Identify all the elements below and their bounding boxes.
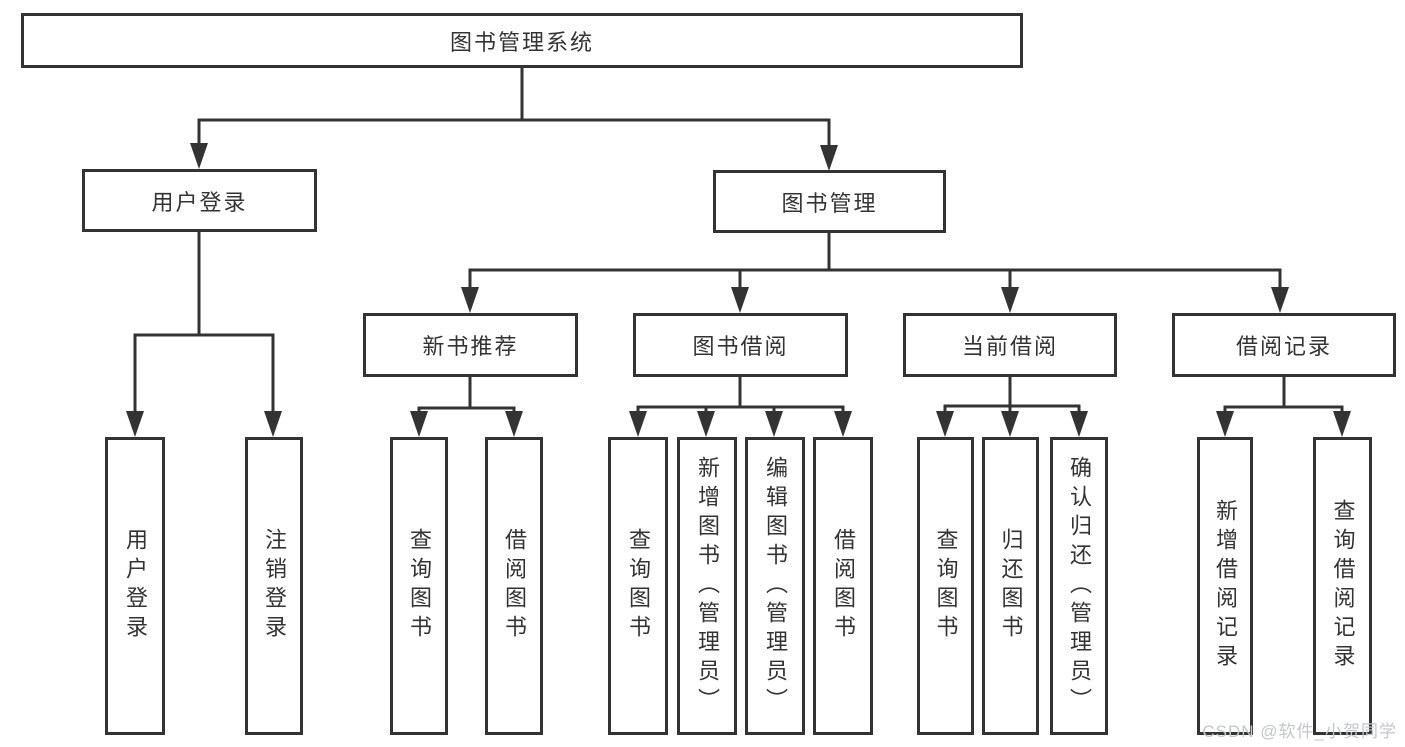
leaf-confirm-return-admin: 确认归还（管理员） bbox=[1050, 437, 1108, 735]
leaf-logout: 注销登录 bbox=[245, 437, 303, 735]
leaf-query-books-current: 查询图书 bbox=[917, 437, 974, 735]
arrowheads bbox=[126, 143, 1351, 437]
leaf-query-books-recommend: 查询图书 bbox=[390, 437, 448, 735]
node-borrowing-records: 借阅记录 bbox=[1172, 313, 1396, 377]
node-book-borrowing-label: 图书借阅 bbox=[692, 334, 789, 359]
node-root: 图书管理系统 bbox=[21, 13, 1023, 68]
leaf-borrow-books: 借阅图书 bbox=[813, 437, 873, 735]
node-user-login-label: 用户登录 bbox=[151, 189, 248, 215]
leaf-query-books-borrowing: 查询图书 bbox=[608, 437, 668, 735]
leaf-add-books-admin: 新增图书（管理员） bbox=[677, 437, 737, 735]
node-book-management: 图书管理 bbox=[713, 170, 946, 233]
node-current-borrowing: 当前借阅 bbox=[903, 313, 1117, 377]
node-book-borrowing: 图书借阅 bbox=[633, 313, 848, 377]
leaf-edit-books-admin: 编辑图书（管理员） bbox=[745, 437, 805, 735]
node-borrowing-records-label: 借阅记录 bbox=[1235, 334, 1332, 359]
leaf-return-books: 归还图书 bbox=[982, 437, 1039, 735]
node-new-book-recommend-label: 新书推荐 bbox=[422, 334, 519, 359]
node-current-borrowing-label: 当前借阅 bbox=[961, 334, 1058, 359]
node-book-management-label: 图书管理 bbox=[781, 190, 878, 216]
node-new-book-recommend: 新书推荐 bbox=[363, 313, 578, 377]
node-user-login: 用户登录 bbox=[82, 169, 317, 232]
node-root-label: 图书管理系统 bbox=[449, 29, 594, 55]
leaf-query-borrow-record: 查询借阅记录 bbox=[1313, 437, 1372, 735]
leaf-borrow-books-recommend: 借阅图书 bbox=[485, 437, 543, 735]
leaf-add-borrow-record: 新增借阅记录 bbox=[1197, 437, 1253, 735]
leaf-user-login: 用户登录 bbox=[105, 437, 165, 735]
csdn-watermark: CSDN @软件_小贺同学 bbox=[1202, 722, 1397, 741]
